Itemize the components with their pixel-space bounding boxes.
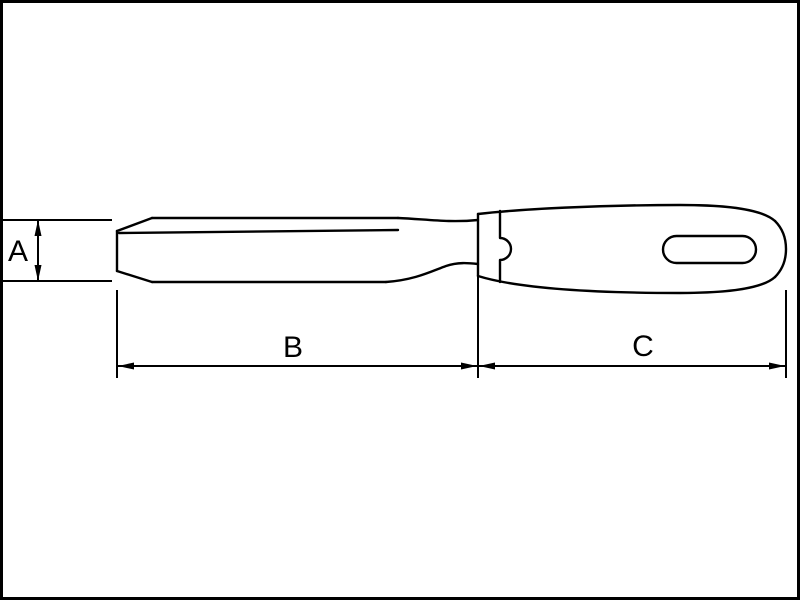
blade-chamfer-line <box>117 228 400 235</box>
handle-end-slot <box>661 234 758 265</box>
dim-a-arrow-down <box>34 265 42 281</box>
dim-a-arrow-up <box>34 220 42 236</box>
dim-b-arrow-left <box>118 362 134 370</box>
bolster-inner-edge-with-notch <box>498 209 513 284</box>
dimension-b: B <box>116 276 479 378</box>
neck-bottom-curve <box>384 261 480 284</box>
neck-top-curve <box>396 216 480 223</box>
blade-top-bevel <box>115 216 154 233</box>
chisel-drawing <box>115 203 788 295</box>
dim-c-label: C <box>632 330 654 363</box>
blade-bottom-bevel <box>115 269 154 284</box>
dim-c-arrow-right <box>769 362 785 370</box>
handle-top-edge <box>476 203 777 223</box>
dimension-c: C <box>479 290 787 378</box>
dimension-a: A <box>3 219 112 282</box>
dim-a-label: A <box>8 235 28 268</box>
dim-b-arrow-right <box>461 362 477 370</box>
handle-bottom-edge <box>476 274 777 295</box>
dim-c-arrow-left <box>479 362 495 370</box>
handle-end-cap <box>773 219 788 279</box>
dim-b-label: B <box>283 331 303 364</box>
